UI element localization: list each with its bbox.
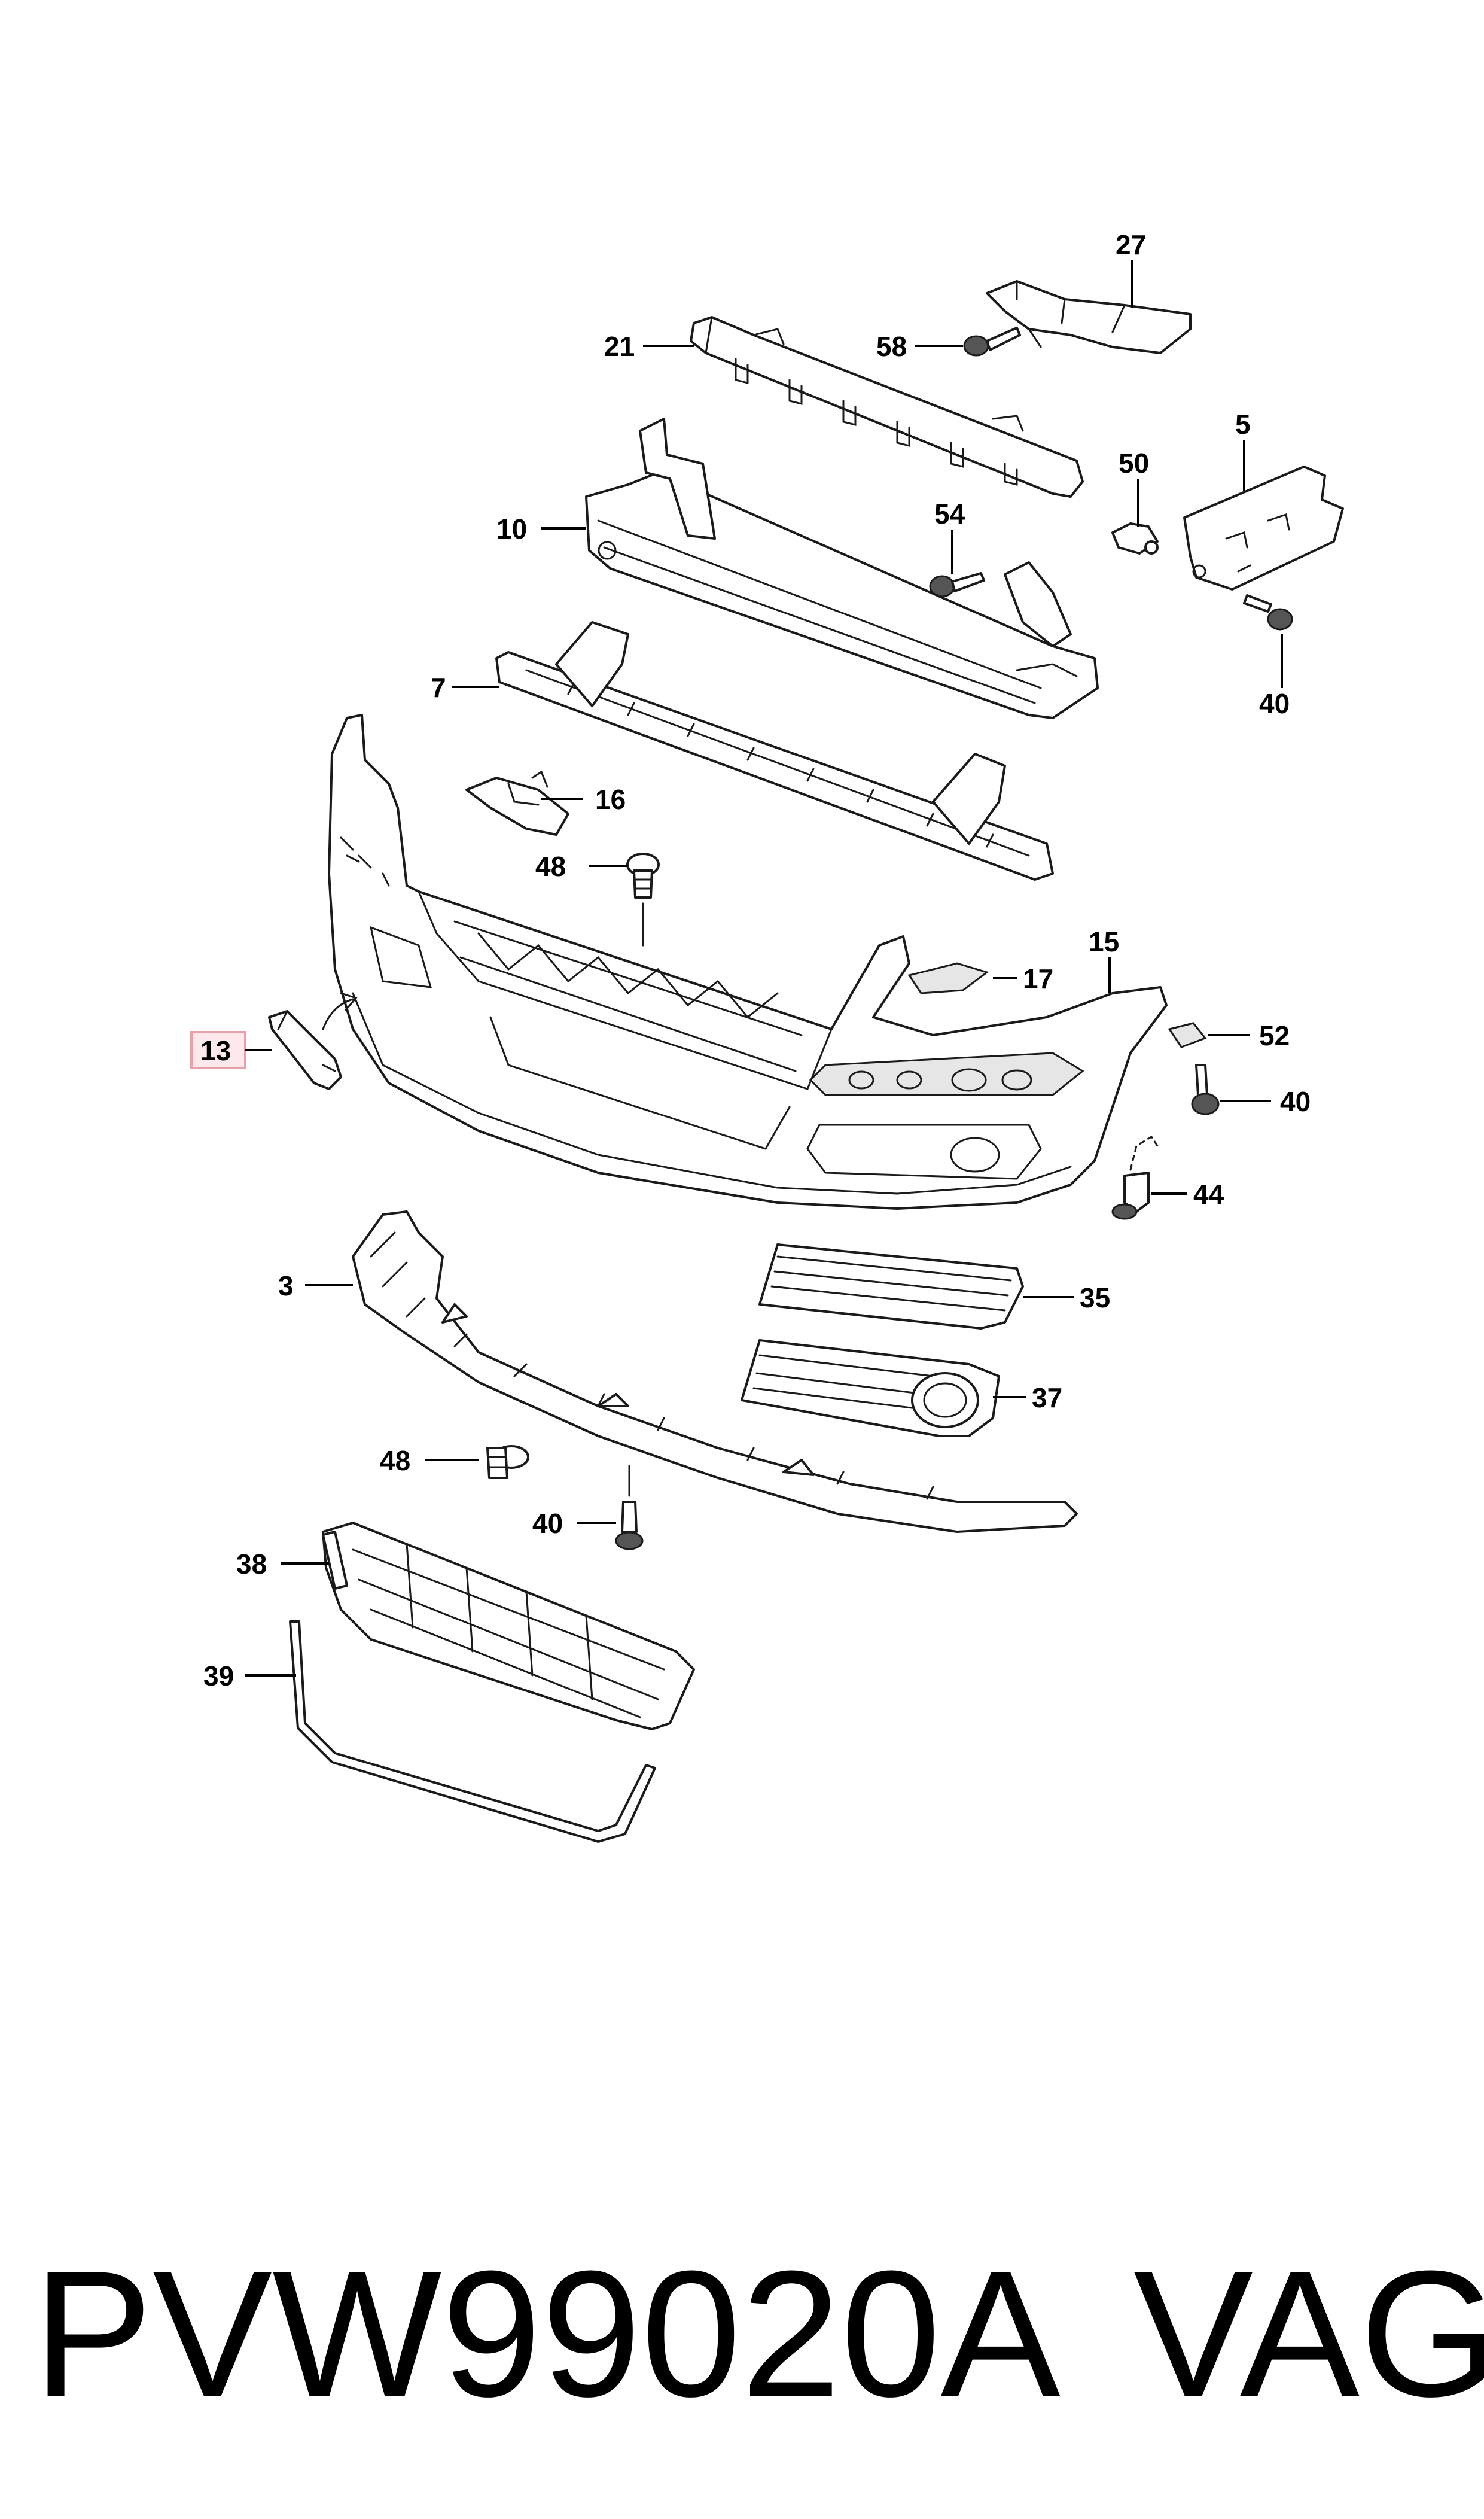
callout-38[interactable]: 38 (236, 1548, 267, 1580)
part-58-screw (963, 327, 1021, 357)
callout-44[interactable]: 44 (1193, 1179, 1224, 1210)
part-37-foglight-grille (741, 1339, 1000, 1437)
callout-40-lower[interactable]: 40 (532, 1508, 563, 1539)
callout-58[interactable]: 58 (876, 331, 907, 362)
part-40-screw-lower (615, 1501, 644, 1550)
callout-10[interactable]: 10 (496, 513, 527, 544)
part-16-bracket (465, 770, 569, 836)
callout-37[interactable]: 37 (1032, 1382, 1062, 1413)
callout-40-upper[interactable]: 40 (1259, 688, 1290, 719)
callout-13[interactable]: 13 (200, 1035, 231, 1066)
part-48-clip-upper (626, 853, 660, 899)
part-21-absorber (690, 316, 1084, 498)
part-52-clip (1168, 1022, 1207, 1048)
footer: PVW99020A VAG (33, 2214, 1484, 2453)
callout-5[interactable]: 5 (1235, 409, 1251, 440)
callout-39[interactable]: 39 (203, 1660, 234, 1691)
callout-13-highlight[interactable] (190, 1031, 246, 1069)
callout-52[interactable]: 52 (1259, 1020, 1290, 1051)
part-40-screw-upper (1243, 594, 1293, 631)
callout-50[interactable]: 50 (1119, 448, 1149, 479)
part-10-bumper-carrier (585, 418, 1099, 719)
part-27-bracket (986, 280, 1192, 354)
callout-48-lower[interactable]: 48 (380, 1445, 410, 1476)
callout-48-upper[interactable]: 48 (535, 851, 566, 882)
part-39-moulding (289, 1620, 656, 1843)
exploded-parts-diagram: 27 21 58 5 50 40 54 (190, 229, 1344, 1843)
callout-16[interactable]: 16 (595, 784, 626, 815)
callout-21[interactable]: 21 (604, 331, 635, 362)
part-17-cap (907, 962, 989, 994)
callout-3[interactable]: 3 (278, 1270, 294, 1301)
callout-7[interactable]: 7 (431, 672, 446, 703)
part-38-lower-grille (322, 1522, 695, 1730)
part-48-clip-lower (486, 1445, 529, 1479)
callout-27[interactable]: 27 (1116, 229, 1146, 260)
part-35-grille-insert (758, 1243, 1024, 1330)
part-54-bolt (929, 572, 985, 598)
callout-40-middle[interactable]: 40 (1280, 1086, 1311, 1117)
part-5-side-bracket (1183, 466, 1344, 591)
callout-17[interactable]: 17 (1023, 963, 1053, 994)
part-number: PVW99020A (33, 2233, 1061, 2434)
callout-54[interactable]: 54 (934, 498, 965, 530)
part-13-bracket (268, 992, 358, 1090)
part-7-lower-carrier (495, 621, 1054, 881)
part-3-trim-strip (352, 1210, 1078, 1533)
callout-35[interactable]: 35 (1080, 1282, 1110, 1313)
callout-15[interactable]: 15 (1089, 926, 1119, 957)
part-15-bumper-cover (328, 714, 1168, 1210)
part-40-screw-middle (1191, 1064, 1220, 1115)
brand-name: VAG (1133, 2233, 1484, 2434)
part-50-clip (1111, 522, 1159, 555)
part-44-clip (1111, 1135, 1159, 1220)
